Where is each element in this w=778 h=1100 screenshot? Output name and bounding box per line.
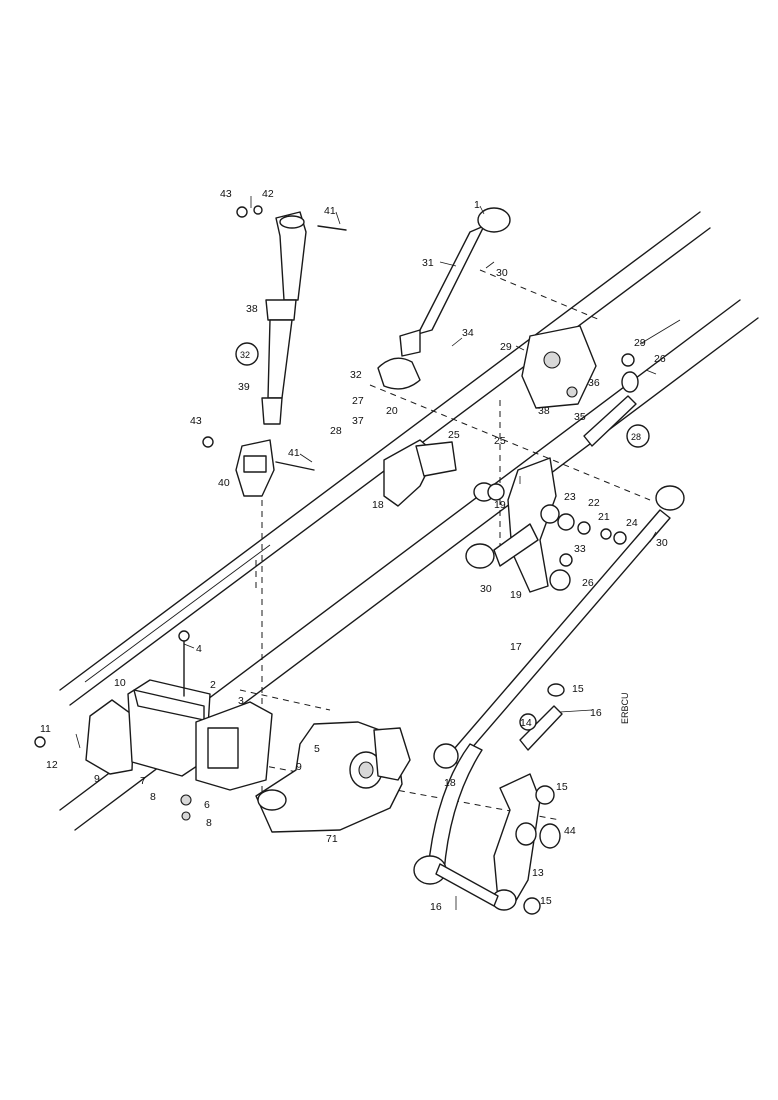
label-3: 3 [238, 695, 244, 707]
label-10: 10 [114, 677, 126, 689]
label-43-b: 43 [190, 415, 202, 427]
label-30-c: 30 [656, 537, 668, 549]
svg-text:32: 32 [240, 350, 250, 360]
label-37: 37 [352, 415, 364, 427]
svg-text:28: 28 [631, 432, 641, 442]
pitman-arm-lower [413, 683, 565, 915]
label-24: 24 [626, 517, 638, 529]
universal-joint [202, 436, 315, 497]
label-18: 18 [372, 499, 384, 511]
label-30: 30 [496, 267, 508, 279]
label-41-b: 41 [288, 447, 300, 459]
label-16: 16 [590, 707, 602, 719]
steering-shaft: 32 [235, 205, 347, 425]
label-29: 29 [500, 341, 512, 353]
label-38: 38 [246, 303, 258, 315]
label-40: 40 [218, 477, 230, 489]
label-12: 12 [46, 759, 58, 771]
label-31: 31 [422, 257, 434, 269]
relay-rod [433, 485, 685, 769]
label-44: 44 [564, 825, 576, 837]
idler-arm [383, 439, 505, 507]
label-23: 23 [564, 491, 576, 503]
label-25: 25 [448, 429, 460, 441]
bracket-plate [521, 325, 597, 409]
label-7: 7 [140, 775, 146, 787]
label-29-b: 29 [634, 337, 646, 349]
label-41: 41 [324, 205, 336, 217]
label-25-b: 25 [494, 435, 506, 447]
label-34: 34 [462, 327, 474, 339]
label-2: 2 [210, 679, 216, 691]
label-6: 6 [204, 799, 210, 811]
label-36: 36 [588, 377, 600, 389]
label-15-b: 15 [556, 781, 568, 793]
label-14: 14 [520, 717, 532, 729]
label-1: 1 [474, 199, 480, 211]
label-18-b: 18 [444, 777, 456, 789]
label-21: 21 [598, 511, 610, 523]
label-33: 33 [574, 543, 586, 555]
label-5: 5 [314, 743, 320, 755]
label-35: 35 [574, 411, 586, 423]
label-27: 27 [352, 395, 364, 407]
label-39: 39 [238, 381, 250, 393]
label-19-b: 19 [510, 589, 522, 601]
label-8: 8 [150, 791, 156, 803]
tie-rod-upper: 28 [583, 353, 650, 448]
label-38-b: 38 [538, 405, 550, 417]
label-9-b: 9 [296, 761, 302, 773]
label-16-b: 16 [430, 901, 442, 913]
label-11: 11 [40, 723, 51, 735]
label-9: 9 [94, 773, 100, 785]
label-26: 26 [654, 353, 666, 365]
label-28: 28 [330, 425, 342, 437]
drag-link-upper [377, 207, 511, 390]
label-15-c: 15 [540, 895, 552, 907]
gear-housing [255, 721, 411, 833]
label-42: 42 [262, 188, 274, 200]
label-19: 19 [494, 499, 506, 511]
label-20: 20 [386, 405, 398, 417]
label-32: 32 [350, 369, 362, 381]
label-30-b: 30 [480, 583, 492, 595]
pitman-arm-upper [465, 457, 627, 593]
leader-lines [75, 196, 681, 910]
label-26-b: 26 [582, 577, 594, 589]
steering-gear-box [34, 630, 273, 821]
label-13: 13 [532, 867, 544, 879]
label-15: 15 [572, 683, 584, 695]
label-22: 22 [588, 497, 600, 509]
label-71: 71 [326, 833, 338, 845]
figure-code: ERBCU [620, 692, 630, 724]
part-labels: 43 42 41 1 31 30 38 39 34 29 29 26 36 32… [40, 188, 668, 913]
label-4: 4 [196, 643, 202, 655]
label-8-b: 8 [206, 817, 212, 829]
label-43: 43 [220, 188, 232, 200]
label-17: 17 [510, 641, 522, 653]
